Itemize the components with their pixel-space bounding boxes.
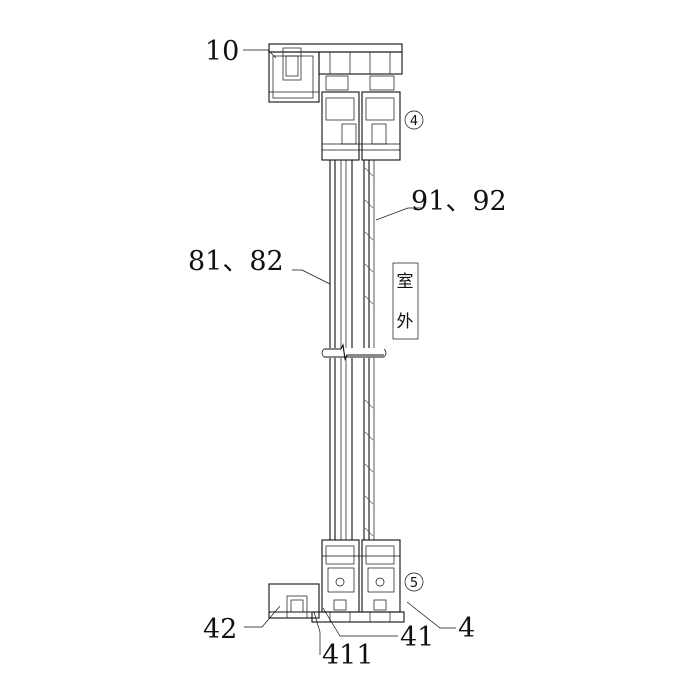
exterior-note-box <box>392 262 419 340</box>
label-part-41: 41 <box>400 622 434 653</box>
detail-marker-bottom <box>404 572 424 592</box>
label-frame-top: 10 <box>205 36 239 67</box>
label-part-411: 411 <box>322 640 374 671</box>
label-glass-inner: 81、82 <box>188 246 284 277</box>
label-part-42: 42 <box>203 614 237 645</box>
break-symbol <box>321 343 387 361</box>
bottom-frame-profile <box>268 583 405 623</box>
label-exterior-2: 外 <box>397 312 414 332</box>
label-exterior-1: 室 <box>397 272 414 292</box>
label-part-4: 4 <box>458 613 475 644</box>
label-detail-bottom: 5 <box>410 576 418 591</box>
glass-hatching <box>364 167 374 537</box>
top-sash-profiles <box>321 91 401 161</box>
leader-lines <box>243 49 456 655</box>
detail-marker-top <box>404 110 424 130</box>
label-glass-outer: 91、92 <box>411 186 507 217</box>
top-frame-profile <box>268 43 403 103</box>
label-detail-top: 4 <box>410 114 418 129</box>
